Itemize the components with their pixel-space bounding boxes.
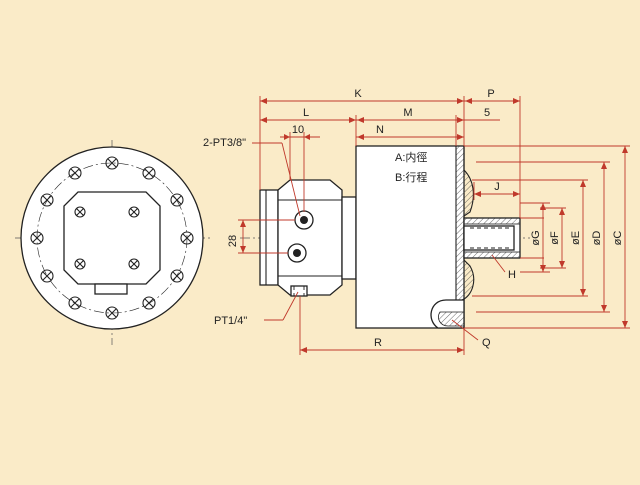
octagon-body: [63, 191, 161, 285]
label-28: 28: [227, 235, 239, 247]
label-m: M: [403, 107, 412, 119]
hex-body: [277, 179, 343, 296]
label-p: P: [487, 88, 494, 100]
cylinder-body: [355, 145, 465, 329]
flange-bolt-holes: [30, 156, 194, 320]
body-neck: [341, 196, 357, 280]
bottom-fitting: [290, 285, 308, 297]
port-b-center: [293, 249, 301, 257]
dimension-labels: K P L M 5 10 N 2-PT3/8" 28 PT1/4" J H R …: [203, 88, 624, 349]
label-l: L: [303, 107, 309, 119]
label-j: J: [494, 181, 500, 193]
body-bolt-holes: [74, 206, 140, 270]
label-port-pt14: PT1/4": [214, 315, 247, 327]
left-flange-plate: [259, 189, 279, 286]
port-a-center: [300, 216, 308, 224]
side-view: [240, 145, 530, 329]
label-dia-c: øC: [612, 231, 624, 246]
inner-rod: [463, 225, 515, 251]
label-q: Q: [482, 337, 491, 349]
label-dia-d: øD: [591, 231, 603, 246]
legend-a-bore: A:内徑: [395, 150, 427, 164]
bottom-port-tab: [94, 283, 128, 295]
label-n: N: [376, 124, 384, 136]
front-view: [15, 140, 210, 345]
label-dia-g: øG: [530, 230, 542, 245]
label-r: R: [374, 337, 382, 349]
label-h: H: [508, 269, 516, 281]
label-k: K: [354, 88, 362, 100]
label-dia-f: øF: [549, 231, 561, 245]
label-port-pt38: 2-PT3/8": [203, 137, 246, 149]
legend-b-stroke: B:行程: [395, 171, 427, 184]
dimension-lines: [238, 96, 630, 355]
label-dia-e: øE: [570, 231, 582, 245]
label-5: 5: [484, 107, 490, 119]
label-10: 10: [292, 124, 304, 136]
